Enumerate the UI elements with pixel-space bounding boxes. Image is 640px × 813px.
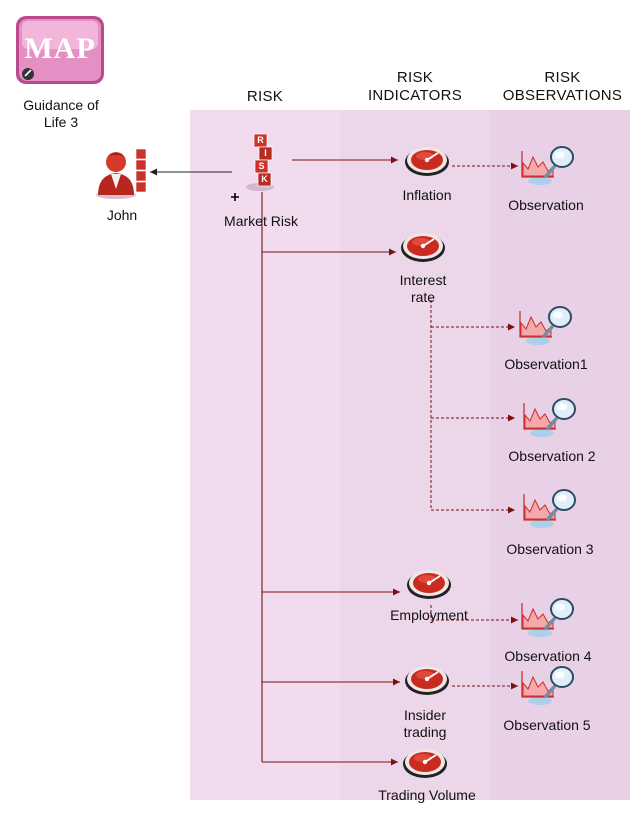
indicator-label-interest-rate-line2: rate bbox=[410, 289, 436, 305]
indicator-label-inflation: Inflation bbox=[402, 187, 452, 203]
market-risk-icon[interactable]: R I S K bbox=[242, 132, 282, 192]
observation-icon-1[interactable] bbox=[518, 305, 574, 349]
map-icon-text: MAP bbox=[24, 32, 96, 65]
observation-icon-0[interactable] bbox=[520, 145, 576, 189]
observation-label-1: Observation1 bbox=[504, 356, 588, 372]
gauge-icon-trading-volume[interactable] bbox=[401, 745, 449, 779]
indicator-label-interest-rate-line1: Interest bbox=[399, 272, 447, 288]
map-icon[interactable]: MAP bbox=[14, 14, 106, 86]
expand-plus-icon[interactable] bbox=[230, 189, 240, 201]
observation-label-5: Observation 5 bbox=[503, 717, 591, 733]
map-caption: Guidance of Life 3 bbox=[8, 97, 114, 131]
indicator-label-insider-trading-line2: trading bbox=[403, 724, 447, 740]
observation-label-2: Observation 2 bbox=[508, 448, 596, 464]
person-john-label: John bbox=[106, 207, 138, 223]
market-risk-label: Market Risk bbox=[224, 213, 298, 229]
header-risk-indicators: RISK INDICATORS bbox=[340, 69, 490, 105]
observation-label-3: Observation 3 bbox=[506, 541, 594, 557]
risk-block-r: R bbox=[257, 135, 264, 145]
observation-label-4: Observation 4 bbox=[504, 648, 592, 664]
observation-icon-2[interactable] bbox=[522, 397, 578, 441]
header-indicators-line1: RISK bbox=[396, 69, 434, 86]
indicator-label-trading-volume: Trading Volume bbox=[378, 787, 476, 803]
observation-label-0: Observation bbox=[508, 197, 584, 213]
observation-icon-5[interactable] bbox=[520, 665, 576, 709]
risk-block-i: I bbox=[264, 148, 267, 158]
header-observations-line1: RISK bbox=[544, 69, 581, 86]
risk-block-k: K bbox=[261, 174, 268, 184]
risk-block-s: S bbox=[258, 161, 265, 171]
header-indicators-line2: INDICATORS bbox=[367, 87, 463, 104]
observation-icon-4[interactable] bbox=[520, 597, 576, 641]
map-caption-line2: Life 3 bbox=[43, 114, 79, 130]
gauge-icon-employment[interactable] bbox=[405, 566, 453, 600]
observation-icon-3[interactable] bbox=[522, 488, 578, 532]
header-risk-observations: RISK OBSERVATIONS bbox=[485, 69, 640, 105]
header-observations-line2: OBSERVATIONS bbox=[502, 87, 623, 104]
lane-risk bbox=[190, 110, 340, 800]
gauge-icon-insider-trading[interactable] bbox=[403, 662, 451, 696]
indicator-label-employment: Employment bbox=[390, 607, 468, 623]
gauge-icon-interest-rate[interactable] bbox=[399, 229, 447, 263]
gauge-icon-inflation[interactable] bbox=[403, 143, 451, 177]
indicator-label-insider-trading-line1: Insider bbox=[403, 707, 447, 723]
map-caption-line1: Guidance of bbox=[23, 97, 99, 113]
header-risk: RISK bbox=[246, 88, 284, 105]
indicator-label-insider-trading: Insider trading bbox=[370, 707, 480, 741]
person-john-icon[interactable] bbox=[92, 145, 152, 200]
indicator-label-interest-rate: Interest rate bbox=[368, 272, 478, 306]
